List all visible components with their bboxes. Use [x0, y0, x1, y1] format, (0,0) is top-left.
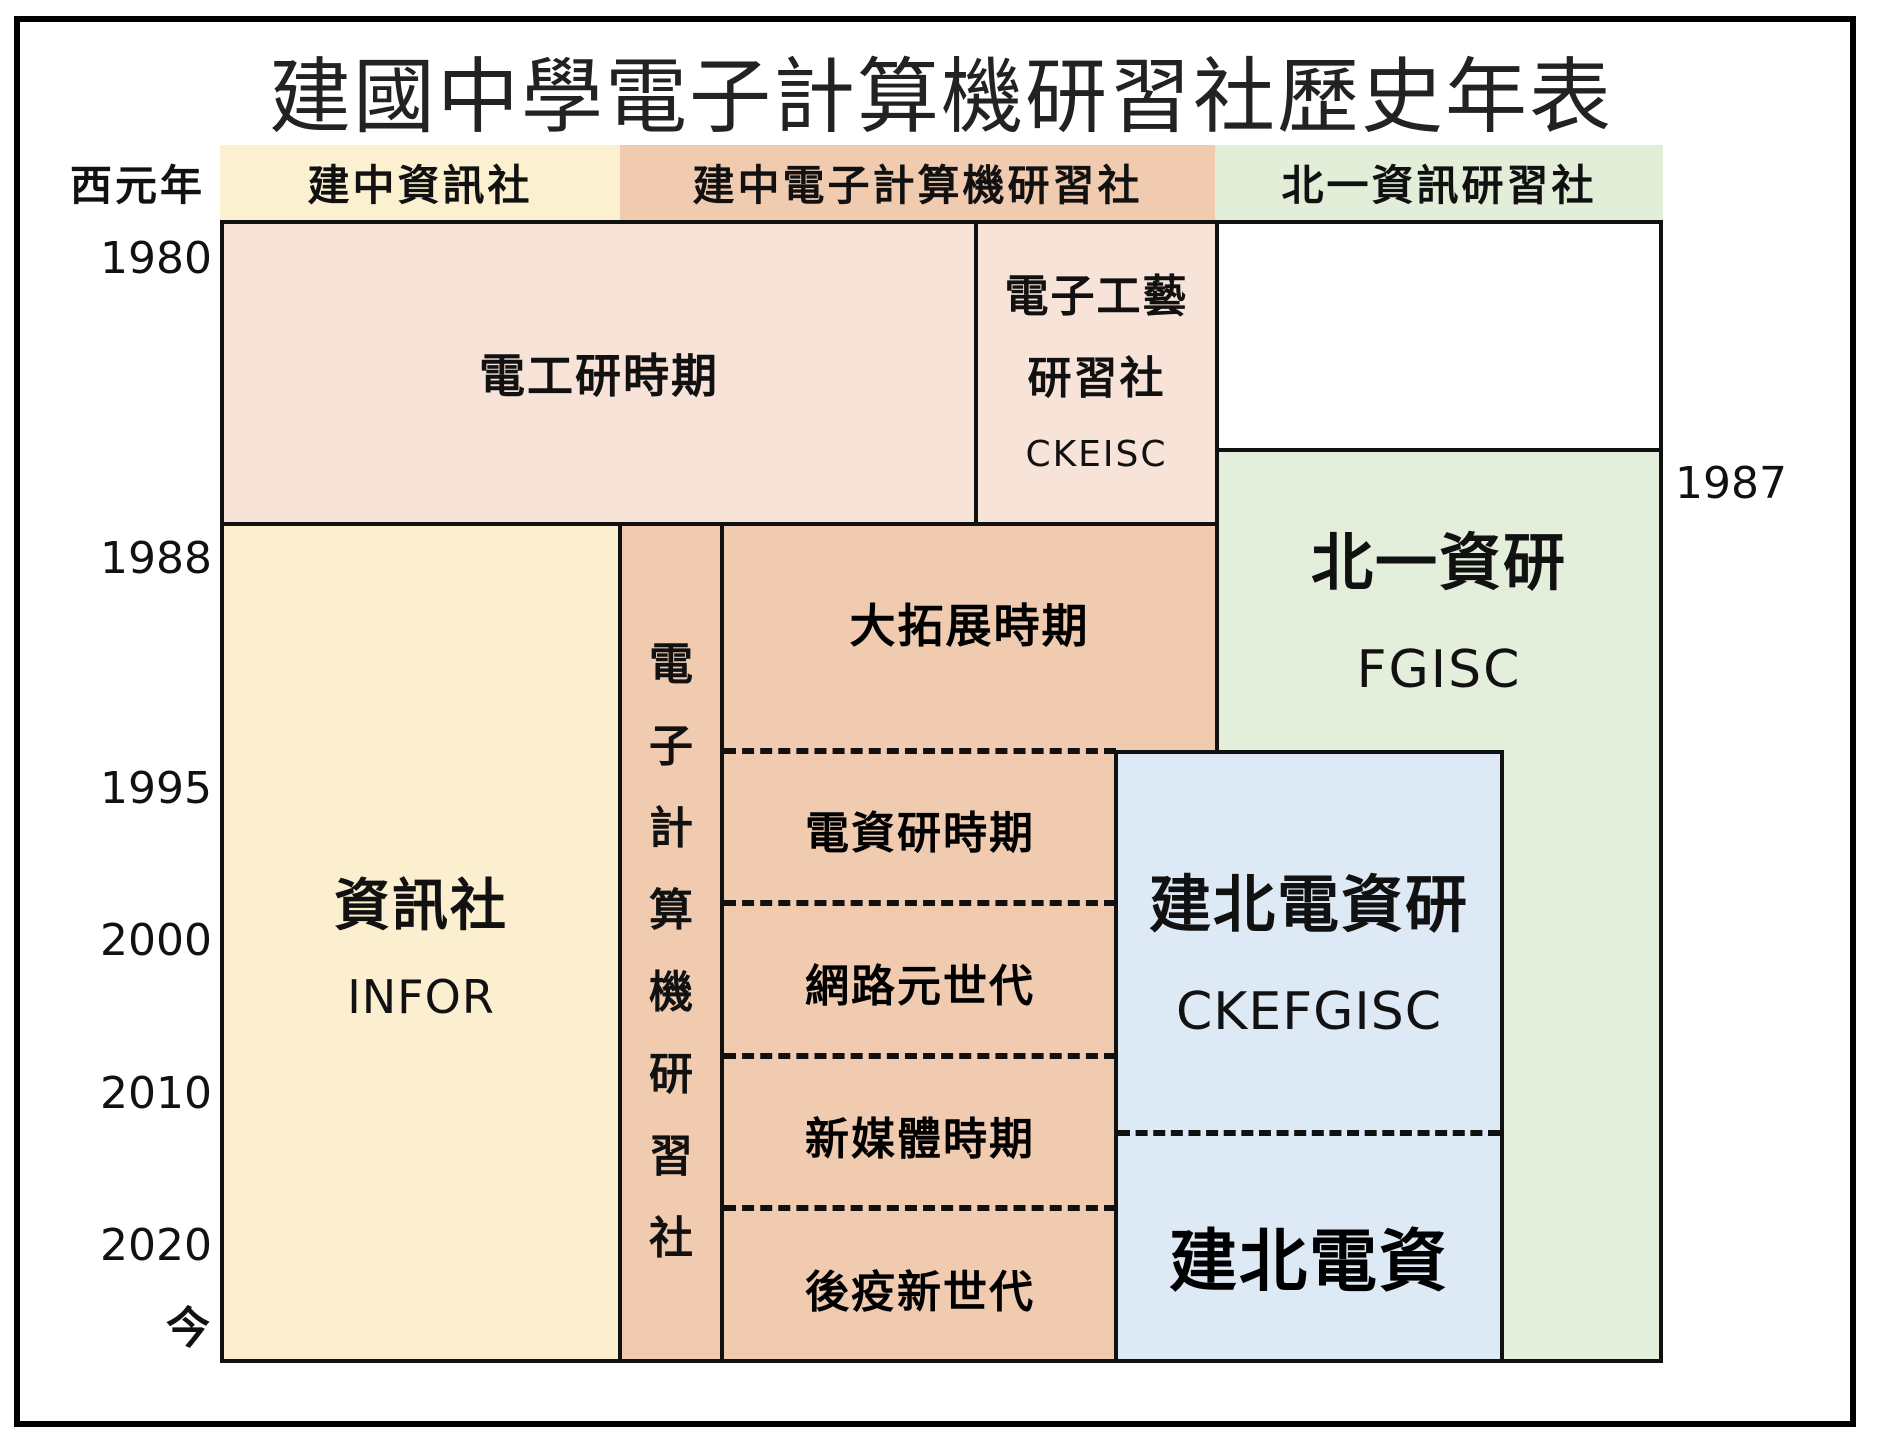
infor-name: 資訊社	[334, 874, 508, 939]
header-infor: 建中資訊社	[220, 145, 620, 220]
year-2020: 2020	[100, 1220, 212, 1271]
ckcsc-vertical-char: 算	[649, 885, 693, 936]
ckefgisc-name: 建北電資研	[1148, 868, 1469, 941]
ckeisc-name-line1: 電子工藝	[1004, 271, 1189, 322]
year-2010: 2010	[100, 1068, 212, 1119]
block-ckcsc-vertical: 電子計算機研習社	[618, 522, 724, 1363]
divider-ckefgisc	[1118, 1130, 1500, 1136]
year-1980: 1980	[100, 233, 212, 284]
divider-1995	[724, 748, 1116, 754]
ckcsc-vertical-char: 電	[649, 639, 693, 690]
header-fgisc: 北一資訊研習社	[1215, 145, 1663, 220]
ckcsc-vertical-char: 社	[649, 1213, 693, 1264]
era-dianzi: 電資研時期	[805, 808, 1035, 859]
ckcsc-vertical-char: 子	[649, 721, 693, 772]
ckcsc-vertical-char: 習	[649, 1131, 693, 1182]
infor-abbr: INFOR	[347, 970, 495, 1024]
ckcsc-vertical-char: 計	[649, 803, 693, 854]
ckeisc-name-line2: 研習社	[1027, 353, 1166, 404]
divider-2010	[724, 1053, 1116, 1059]
block-early-period: 電工研時期	[220, 220, 978, 526]
block-ckeisc: 電子工藝 研習社 CKEISC	[974, 220, 1219, 526]
era-expansion: 大拓展時期	[849, 599, 1090, 653]
ckcsc-vertical-text: 電子計算機研習社	[649, 624, 693, 1280]
page-title: 建國中學電子計算機研習社歷史年表	[268, 50, 1613, 145]
era-newmedia: 新媒體時期	[805, 1114, 1035, 1165]
block-empty-pre1987	[1215, 220, 1663, 452]
fgisc-name: 北一資研	[1310, 526, 1567, 599]
fgisc-abbr: FGISC	[1356, 640, 1522, 700]
ckefgisc-current: 建北電資	[1168, 1223, 1449, 1302]
year-1987: 1987	[1675, 458, 1787, 509]
divider-2020	[724, 1205, 1116, 1211]
block-ckefgisc: 建北電資研 CKEFGISC	[1114, 750, 1504, 1363]
era-internet: 網路元世代	[805, 961, 1035, 1012]
early-period-label: 電工研時期	[479, 349, 719, 403]
ckcsc-vertical-char: 機	[649, 967, 693, 1018]
era-postpandemic: 後疫新世代	[805, 1267, 1035, 1318]
ckcsc-vertical-char: 研	[649, 1049, 693, 1100]
year-1988: 1988	[100, 533, 212, 584]
year-column-header: 西元年	[60, 145, 215, 220]
year-2000: 2000	[100, 915, 212, 966]
year-now: 今	[166, 1303, 210, 1354]
year-1995: 1995	[100, 763, 212, 814]
block-infor: 資訊社 INFOR	[220, 522, 622, 1363]
header-ckcsc: 建中電子計算機研習社	[620, 145, 1215, 220]
divider-2000	[724, 900, 1116, 906]
ckeisc-abbr: CKEISC	[1025, 434, 1168, 475]
ckefgisc-abbr: CKEFGISC	[1175, 982, 1443, 1042]
